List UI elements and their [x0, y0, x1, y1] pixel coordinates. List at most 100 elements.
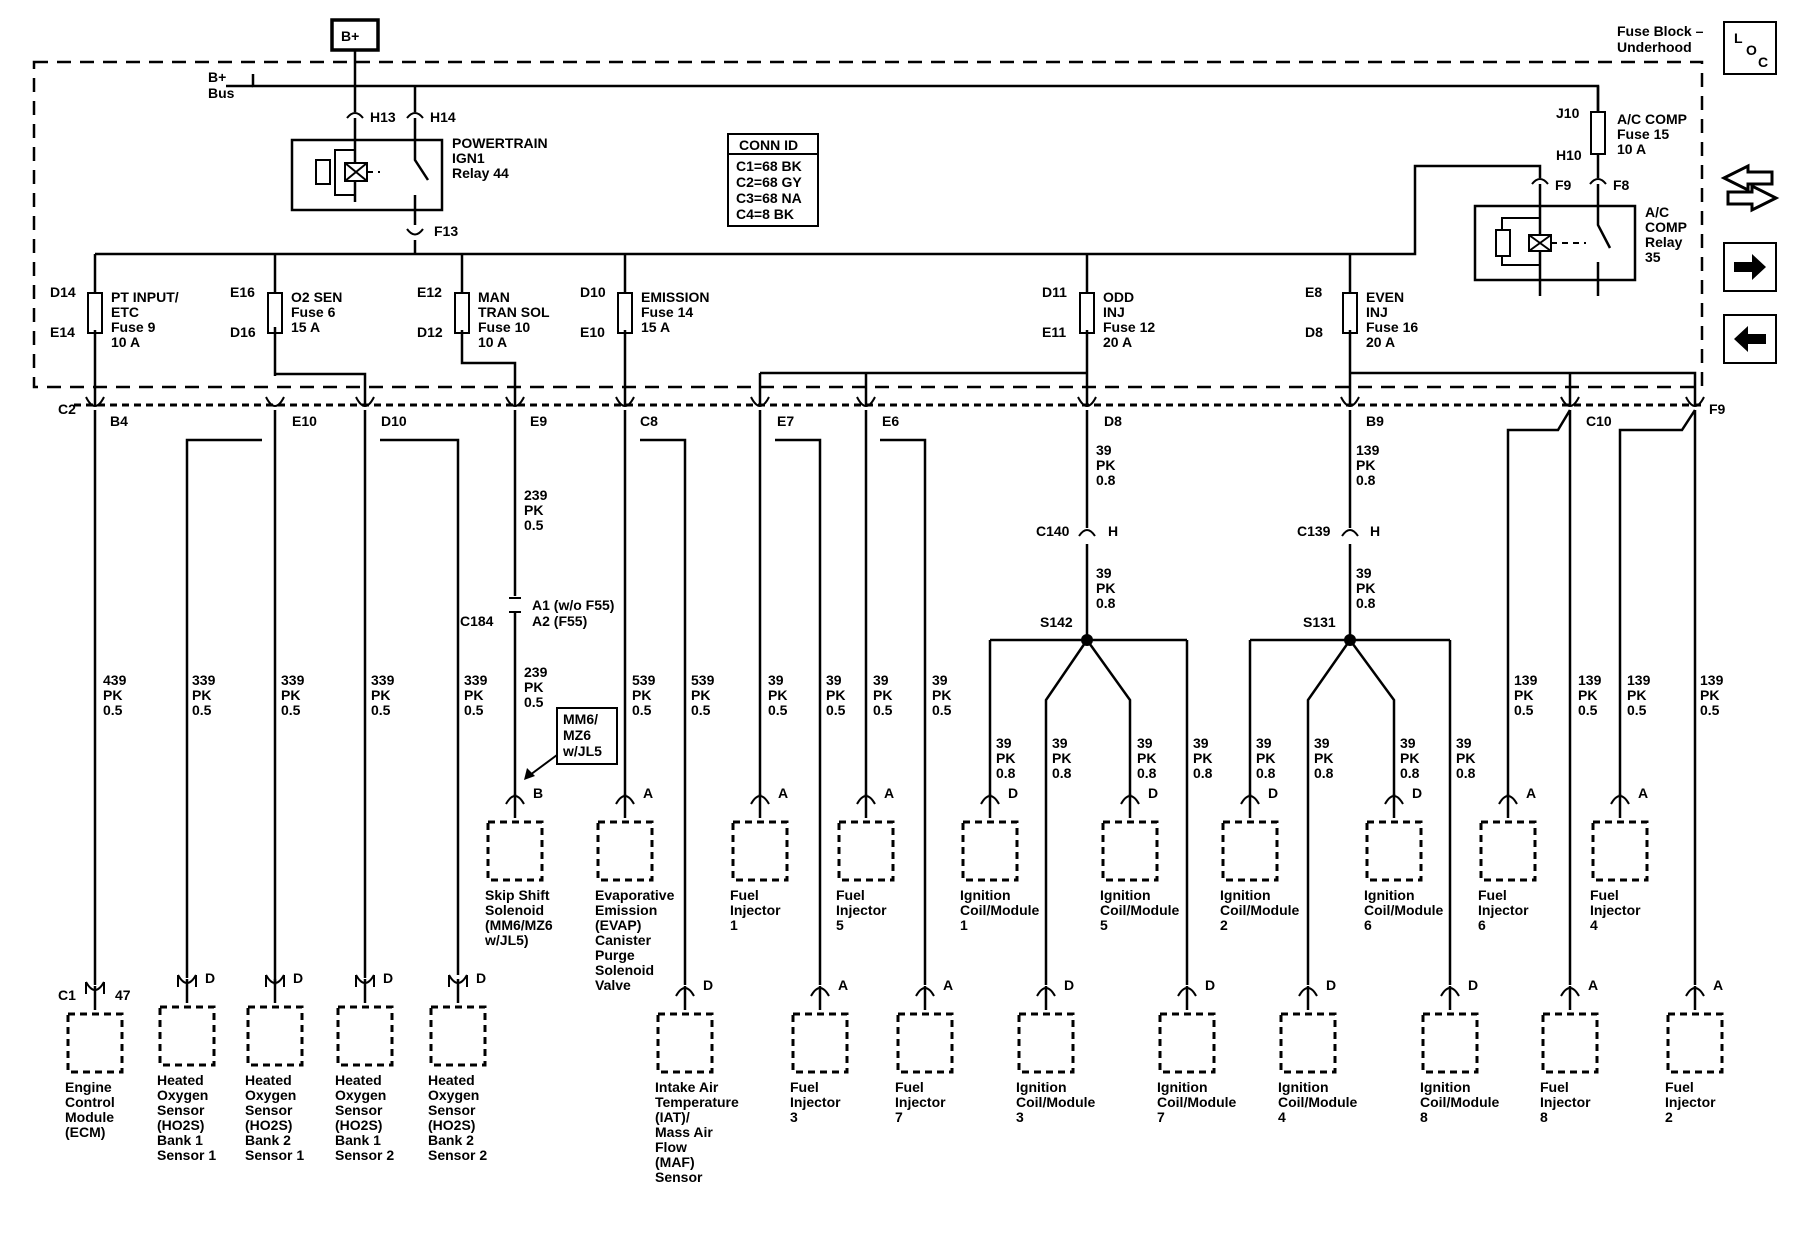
wire-label: 39 [826, 672, 842, 688]
wire-label: PK [1193, 750, 1212, 766]
fuse-label: EMISSION [641, 289, 709, 305]
navigation-arrows-icon[interactable] [1720, 163, 1780, 213]
pin-f9: F9 [1709, 401, 1726, 417]
pin-b4: B4 [110, 413, 128, 429]
component-label: 5 [1100, 917, 1108, 933]
svg-text:C184: C184 [460, 613, 494, 629]
loc-icon[interactable]: L O C [1723, 21, 1777, 75]
connector-row [85, 396, 1705, 407]
wire-label: PK [768, 687, 787, 703]
component-evap[interactable]: AEvaporativeEmission(EVAP)CanisterPurgeS… [595, 785, 675, 993]
component-label: Ignition [1100, 887, 1151, 903]
component-label: Engine [65, 1079, 112, 1095]
connector-cup [1077, 396, 1097, 407]
component-label: Heated [245, 1072, 292, 1088]
pin-e6: E6 [882, 413, 899, 429]
component-label: 8 [1420, 1109, 1428, 1125]
wire-label: 139 [1700, 672, 1724, 688]
fuse-pin-top: E16 [230, 284, 255, 300]
svg-text:O: O [1746, 42, 1757, 58]
wire-label: PK [1096, 580, 1115, 596]
wire-label: 0.8 [1096, 595, 1116, 611]
wire-label: 39 [1193, 735, 1209, 751]
component-label: 3 [790, 1109, 798, 1125]
pin-b9: B9 [1366, 413, 1384, 429]
component-label: Ignition [1420, 1079, 1471, 1095]
component-label: Evaporative [595, 887, 675, 903]
wire-label: 0.8 [1137, 765, 1157, 781]
wire-label: 0.5 [371, 702, 391, 718]
component-label: Sensor 1 [157, 1147, 216, 1163]
component-label: Oxygen [157, 1087, 208, 1103]
component-pin: D [1412, 785, 1422, 801]
svg-text:H13: H13 [370, 109, 396, 125]
fuse-label: EVEN [1366, 289, 1404, 305]
component-pin: A [1713, 977, 1723, 993]
svg-text:H14: H14 [430, 109, 456, 125]
fuse-pin-bottom: D12 [417, 324, 443, 340]
option-note: MM6/ MZ6 w/JL5 [524, 707, 618, 780]
component-label: Heated [335, 1072, 382, 1088]
wire-label: PK [524, 679, 543, 695]
fuse-label: Fuse 16 [1366, 319, 1418, 335]
wire-label: 0.5 [464, 702, 484, 718]
component-pin: D [1468, 977, 1478, 993]
component-label: 3 [1016, 1109, 1024, 1125]
previous-page-button[interactable] [1723, 314, 1777, 364]
wire-label: 0.8 [1400, 765, 1420, 781]
fuse-label: Fuse 10 [478, 319, 530, 335]
component-pin: D [1064, 977, 1074, 993]
wire-label: PK [632, 687, 651, 703]
svg-text:H: H [1108, 523, 1118, 539]
wire-label: 0.5 [873, 702, 893, 718]
component-label: (ECM) [65, 1124, 105, 1140]
wire-runs [93, 409, 1697, 985]
bplus-bus-label-1: B+ [208, 69, 226, 85]
connector-cup [1340, 396, 1360, 407]
wire-label: PK [1356, 580, 1375, 596]
svg-text:H: H [1370, 523, 1380, 539]
wire-label: 139 [1356, 442, 1380, 458]
svg-text:COMP: COMP [1645, 219, 1687, 235]
component-label: Bank 2 [245, 1132, 291, 1148]
component-label: (MM6/MZ6 [485, 917, 553, 933]
wire-label: 39 [1096, 442, 1112, 458]
wire-label: 0.8 [1356, 472, 1376, 488]
wire-label: 539 [632, 672, 656, 688]
svg-text:C: C [1758, 54, 1768, 70]
fuse-label: 10 A [111, 334, 140, 350]
next-page-button[interactable] [1723, 242, 1777, 292]
component-label: Oxygen [335, 1087, 386, 1103]
component-label: Fuel [1540, 1079, 1569, 1095]
component-label: 8 [1540, 1109, 1548, 1125]
fuse-label: 20 A [1103, 334, 1132, 350]
component-label: Intake Air [655, 1079, 719, 1095]
